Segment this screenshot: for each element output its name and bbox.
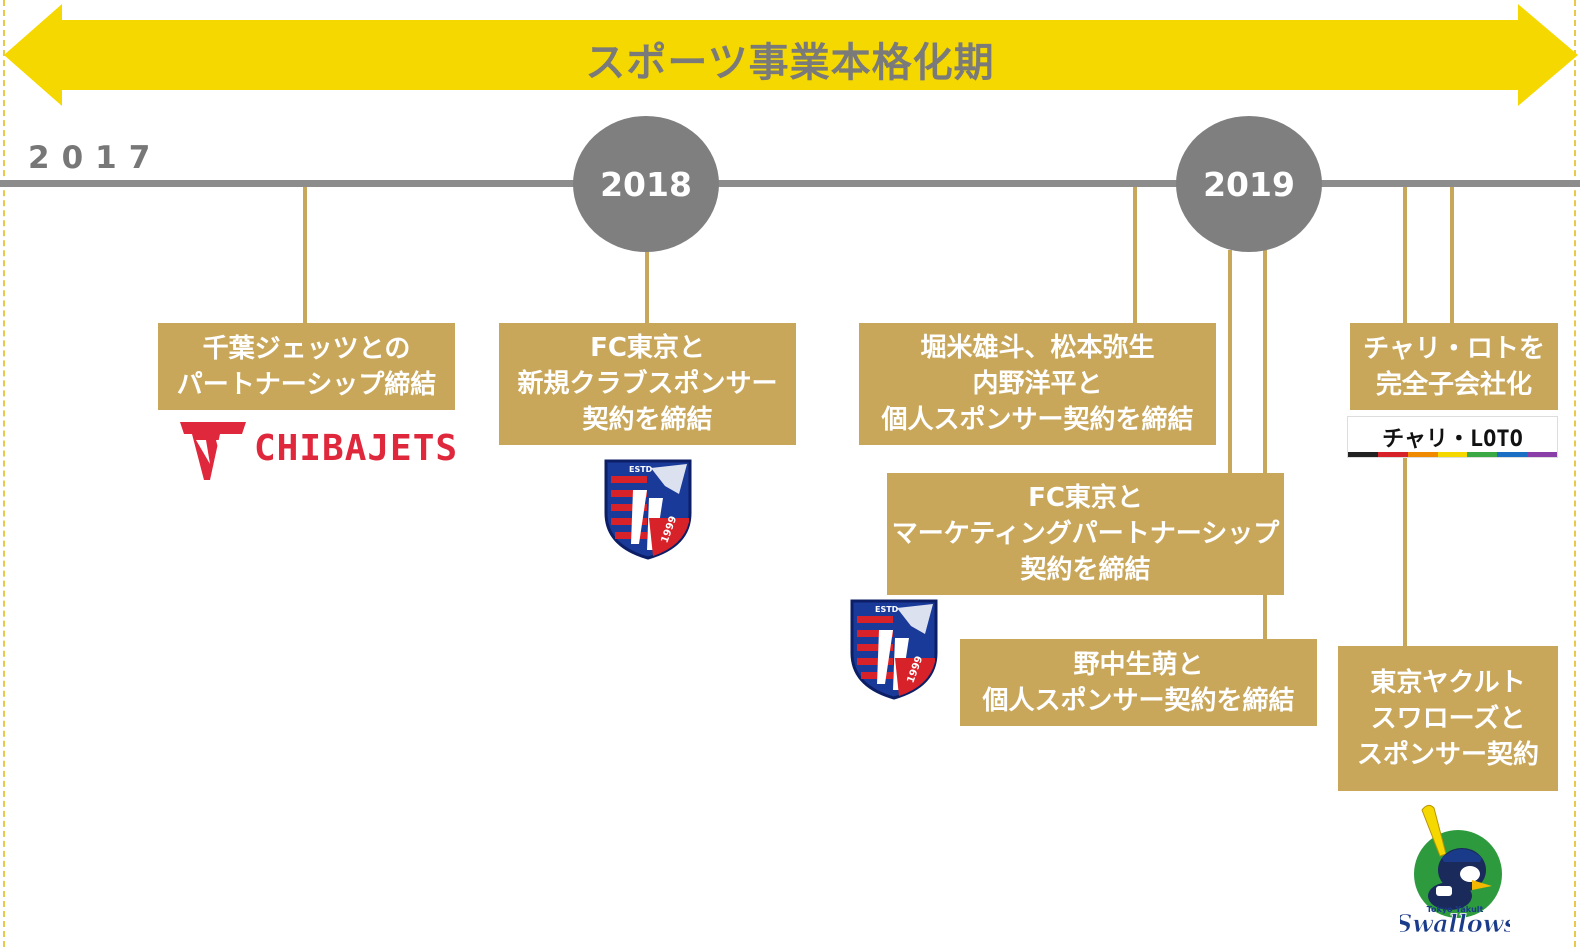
- connector-line: [645, 250, 649, 324]
- event-text-line: FC東京と: [1028, 483, 1143, 513]
- chibajets-emblem-icon: [180, 422, 246, 480]
- fctokyo-estd-text: ESTD: [629, 465, 653, 474]
- event-text-line: 新規クラブスポンサー: [517, 369, 778, 399]
- year-label-2017: 2017: [28, 140, 163, 176]
- event-text-line: 個人スポンサー契約を締結: [982, 685, 1295, 716]
- event-text-line: FC東京と: [590, 333, 705, 363]
- event-text-line: スワローズと: [1370, 703, 1526, 734]
- event-individual-sponsors: 堀米雄斗、松本弥生 内野洋平と 個人スポンサー契約を締結: [859, 323, 1216, 445]
- swallows-mascot-icon: Tokyo Yakult Swallows: [1395, 804, 1518, 938]
- chariloto-color-bar: [1348, 452, 1558, 457]
- fctokyo-crest-logo: ESTD 1999: [603, 458, 693, 560]
- connector-line: [1450, 187, 1454, 324]
- event-text-line: 内野洋平と: [972, 369, 1103, 399]
- event-chibajets-partnership: 千葉ジェッツとの パートナーシップ締結: [158, 323, 455, 410]
- connector-line: [1403, 458, 1407, 646]
- frame-left-dash: [3, 0, 5, 947]
- timeline-axis: [0, 180, 1580, 187]
- event-text-line: 野中生萌と: [1073, 649, 1204, 680]
- frame-right-dash: [1574, 0, 1576, 947]
- fctokyo-crest-icon: ESTD 1999: [604, 459, 692, 560]
- event-text-line: 千葉ジェッツとの: [202, 333, 411, 364]
- event-text-line: マーケティングパートナーシップ: [891, 519, 1280, 549]
- event-text-line: 個人スポンサー契約を締結: [881, 405, 1194, 435]
- arrow-shape: [4, 4, 1578, 106]
- year-circle-2019: 2019: [1176, 116, 1322, 252]
- event-swallows-sponsor: 東京ヤクルト スワローズと スポンサー契約: [1338, 646, 1558, 791]
- fctokyo-crest-logo: ESTD 1999: [849, 598, 939, 700]
- connector-line: [1263, 250, 1267, 640]
- event-text-line: 堀米雄斗、松本弥生: [920, 333, 1155, 363]
- event-text-line: スポンサー契約: [1356, 739, 1539, 770]
- chariloto-wordmark: チャリ・LOTO: [1382, 427, 1523, 452]
- event-text-line: チャリ・ロトを: [1363, 333, 1545, 364]
- swallows-logo: Tokyo Yakult Swallows: [1395, 800, 1518, 938]
- event-text-line: パートナーシップ締結: [176, 369, 437, 400]
- connector-line: [1403, 187, 1407, 324]
- chariloto-logo: チャリ・LOTO: [1347, 416, 1558, 458]
- period-arrow-banner: [4, 4, 1578, 106]
- event-fctokyo-marketing-partnership: FC東京と マーケティングパートナーシップ 契約を締結: [887, 473, 1284, 595]
- chibajets-logo: CHIBAJETS: [180, 420, 457, 484]
- connector-line: [1228, 250, 1232, 474]
- period-title: スポーツ事業本格化期: [585, 40, 995, 86]
- event-text-line: 東京ヤクルト: [1370, 667, 1526, 698]
- swallows-subtitle-text: Tokyo Yakult: [1427, 905, 1484, 914]
- event-text-line: 契約を締結: [1020, 555, 1151, 585]
- year-circle-2018: 2018: [573, 116, 719, 252]
- connector-line: [1133, 187, 1137, 324]
- chibajets-wordmark: CHIBAJETS: [254, 428, 459, 469]
- event-fctokyo-club-sponsor: FC東京と 新規クラブスポンサー 契約を締結: [499, 323, 796, 445]
- connector-line: [303, 187, 307, 324]
- fctokyo-estd-text: ESTD: [875, 605, 899, 614]
- event-nonaka-sponsor: 野中生萌と 個人スポンサー契約を締結: [960, 639, 1317, 726]
- event-text-line: 完全子会社化: [1375, 369, 1532, 400]
- event-chariloto-acquisition: チャリ・ロトを 完全子会社化: [1350, 323, 1558, 410]
- event-text-line: 契約を締結: [582, 405, 713, 435]
- fctokyo-crest-icon: ESTD 1999: [850, 599, 938, 700]
- swallows-wordmark: Swallows: [1400, 909, 1510, 938]
